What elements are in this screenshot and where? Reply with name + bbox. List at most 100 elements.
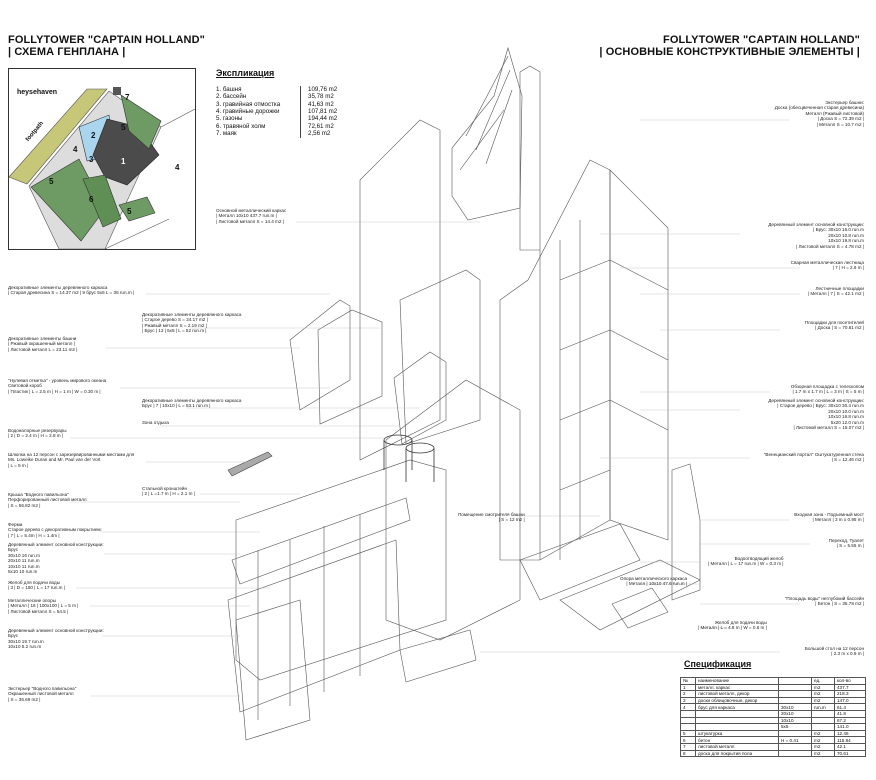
spec-cell: m2 <box>811 696 835 705</box>
annotation-line: Брус <box>8 633 19 639</box>
annotation-line: 5x20 12.0 run.m <box>830 419 864 425</box>
tower-structure-lines <box>227 46 701 741</box>
annotation-line: Деревянный элемент основной конструкции: <box>768 222 864 227</box>
annotation-line: | S = 36.69 m2 | <box>8 696 41 702</box>
annotation-line: | Металл | 16 | 100x100 | L = 5 m | <box>8 603 79 609</box>
annotation-right: Экстерьер башни:Доска (обесцвеченная ста… <box>775 100 864 127</box>
spec-cell: листовой металл <box>695 742 779 751</box>
annotation-line: | S = 5.55 m | <box>836 543 864 549</box>
annotation-line: | Пластик | L = 2.5 m | H = 1 m | W = 0.… <box>8 388 101 394</box>
annotation-line: | 7 | H = 2.6 m | <box>832 265 864 271</box>
spec-cell: 41.8 <box>834 709 866 718</box>
spec-cell: 141.0 <box>834 723 866 731</box>
annotation-line: | Металл | 3 m x 0.95 m | <box>812 517 864 523</box>
annotation-right: Входная зона - Подъемный мост| Металл | … <box>794 512 864 523</box>
annotation-right: "Венецианский портал" Оштукатуренная сте… <box>764 452 864 463</box>
annotation-left: Декоративные элементы башни| Ржавый окра… <box>8 336 77 352</box>
annotation-left: "Нулевая отметка" - уровень мирового оке… <box>8 378 106 394</box>
annotation-left: Шлюпка на 12 персон с зарезервированными… <box>8 452 134 468</box>
annotation-left: Декоративные элементы деревянного каркас… <box>8 285 134 296</box>
annotation-line: Перфорированный листовой металл <box>8 497 87 503</box>
spec-cell: 42.1 <box>834 742 866 751</box>
explication-item-value: 41,63 m2 <box>308 100 334 108</box>
explication-heading: Экспликация <box>216 68 275 78</box>
right-title-line2: | ОСНОВНЫЕ КОНСТРУКТИВНЫЕ ЭЛЕМЕНТЫ | <box>599 46 860 58</box>
annotation-line: Шлюпка на 12 персон с зарезервированными… <box>8 452 135 457</box>
annotation-right: Желоб для подачи воды| Металл | L = 4.8 … <box>698 620 767 631</box>
explication-item-name: 6. травяной холм <box>216 122 266 130</box>
annotation-line: Окрашенный листовой металл <box>8 691 74 697</box>
annotation-line: | L = 5 m | <box>8 462 29 468</box>
spec-cell <box>778 696 812 705</box>
explication-item-value: 2,56 m2 <box>308 129 331 137</box>
annotation-line: | Металл | 10x10 47.6 run.m | <box>626 581 688 587</box>
spec-cell: 8 <box>680 749 696 758</box>
annotation-line: Ферма <box>8 522 23 527</box>
spec-cell: № <box>680 677 696 685</box>
explication-item-name: 7. маяк <box>216 129 237 137</box>
spec-cell <box>680 723 696 731</box>
annotation-line: | Брус | 13 | 5x5 | L = 52 run.m | <box>142 328 207 334</box>
annotation-right: "Площадь воды" неглубокий бассейн| Бетон… <box>785 596 864 607</box>
spec-cell: металл. каркас <box>695 683 779 692</box>
annotation-line: | Листовой металл S = 15.07 m2 | <box>793 425 864 431</box>
annotation-left: Стальной кронштейн| 2 | L =1.7 m | H = 2… <box>142 486 195 497</box>
annotation-line: | Брус: 30x10 16.0 run.m <box>813 227 864 233</box>
annotation-line: | Доска S = 72.39 m2 | <box>817 116 864 122</box>
annotation-left: Деревянный элемент основной конструкции:… <box>8 542 104 574</box>
spec-cell: 70.61 <box>834 749 866 758</box>
spec-cell: m2 <box>811 736 835 744</box>
annotation-line: Старое дерево с декоративным покрытием: <box>8 527 102 533</box>
annotation-left: Металлические опоры| Металл | 16 | 100x1… <box>8 598 78 614</box>
annotation-line: 20x10 10.0 run.m <box>828 408 864 414</box>
spec-cell <box>778 742 812 751</box>
annotation-line: 10x10 5.2 run.m <box>8 644 42 650</box>
annotation-line: 30x10 16 run.m <box>8 552 40 558</box>
site-plan-drawing <box>8 87 196 250</box>
spec-cell <box>778 690 812 698</box>
annotation-line: | Листовой металл S = 4.78 m2 | <box>796 243 864 249</box>
annotation-line: Входная зона - Подъемный мост <box>794 512 864 517</box>
explication-item-name: 4. гравийные дорожки <box>216 107 280 115</box>
annotation-line: Основной металлический каркас <box>216 208 287 213</box>
spec-cell: 67.2 <box>834 716 866 725</box>
annotation-line: | 2 | D = 2.4 m | H = 2.8 m | <box>8 433 64 439</box>
annotation-line: 5x10 10 run.m <box>8 569 38 575</box>
spec-cell: run.m <box>811 703 835 711</box>
annotation-line: Металл (Ржавый листовой) <box>805 110 864 116</box>
annotation-right: Помещение смотрителя башни| S = 12 m2 | <box>458 512 525 523</box>
spec-cell <box>680 716 696 725</box>
spec-cell: кол-во <box>834 677 866 685</box>
spec-cell: m2 <box>811 683 835 692</box>
spec-cell: доски облицовочные, декор <box>695 696 779 705</box>
annotation-line: Декоративные элементы деревянного каркас… <box>142 312 242 317</box>
annotation-left: Зона отдыха <box>142 420 169 425</box>
spec-cell: m2 <box>811 742 835 751</box>
explication-item-value: 109,76 m2 <box>308 86 338 93</box>
spec-cell: 20x10 <box>778 709 812 718</box>
spec-cell <box>811 709 835 718</box>
annotation-left: Декоративные элементы деревянного каркас… <box>142 398 241 409</box>
explication-item-value: 107,81 m2 <box>308 107 338 115</box>
site-number: 7 <box>125 93 130 102</box>
annotation-line: | S = 56.82 m2 | <box>8 502 41 508</box>
spec-cell: 61.4 <box>834 703 866 711</box>
annotation-right: Сварная металлическая лестница| 7 | H = … <box>791 260 864 271</box>
spec-cell <box>778 729 812 738</box>
leader-lines <box>70 119 810 697</box>
annotation-line: | Ржавый окрашенный металл | <box>8 341 75 347</box>
explication-divider <box>300 86 301 138</box>
annotation-line: | S = 12.46 m2 | <box>831 457 864 463</box>
annotation-line: | Листовой металл S = 54.5 | <box>8 608 69 614</box>
spec-cell: 5 <box>680 729 696 738</box>
spec-cell: бетон <box>695 736 779 744</box>
annotation-right: Лестничные площадки| Металл | 7 | S = 42… <box>808 286 864 297</box>
left-title-line1: FOLLYTOWER "CAPTAIN HOLLAND" <box>8 34 205 46</box>
annotation-line: | S = 12 m2 | <box>498 517 525 523</box>
